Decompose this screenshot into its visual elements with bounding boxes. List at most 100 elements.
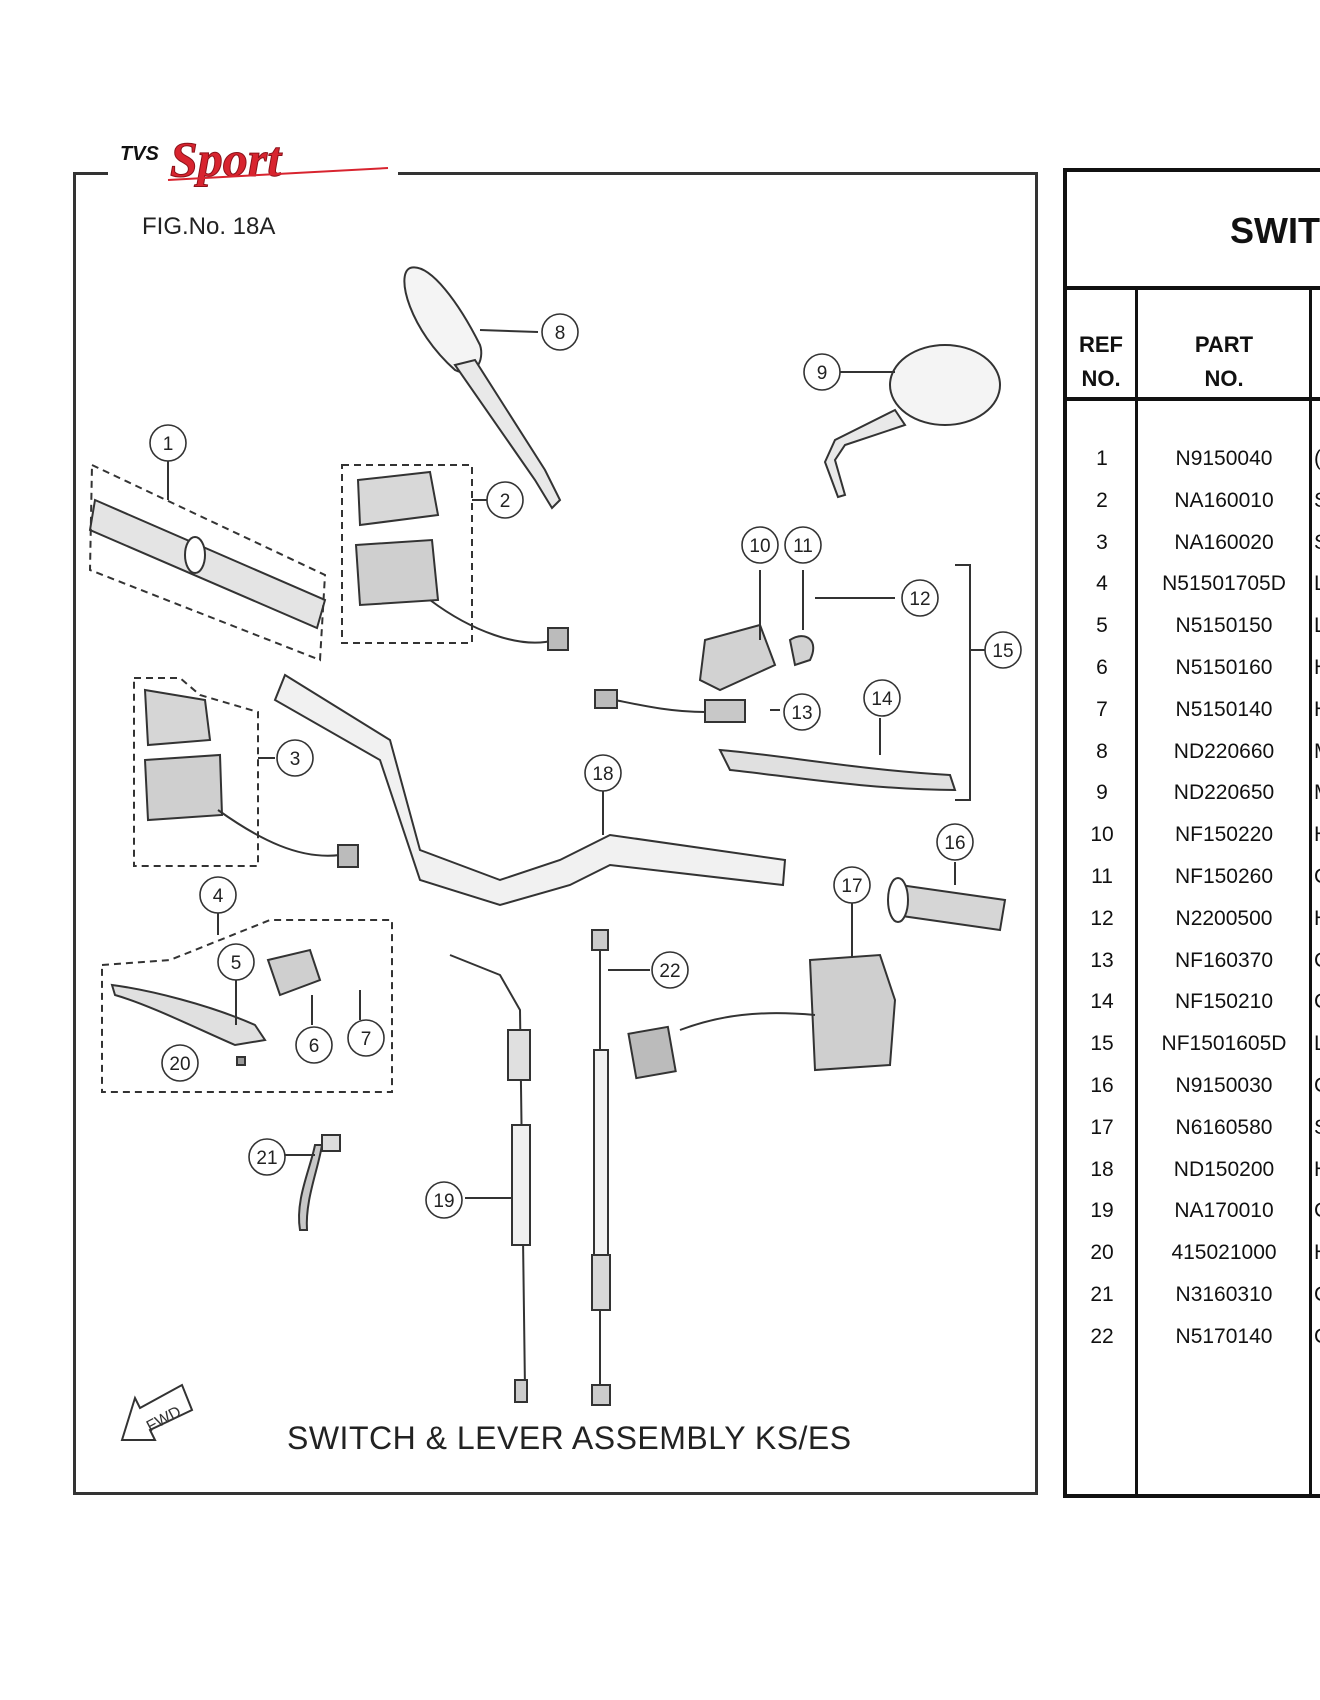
- svg-text:19: 19: [433, 1191, 454, 1212]
- ref-no-cell: 14: [1090, 990, 1114, 1014]
- left-mirror-drawing: [403, 266, 562, 510]
- table-row: 21N3160310C: [0, 1283, 1320, 1313]
- svg-text:20: 20: [169, 1054, 190, 1075]
- parts-table-frame: [1063, 168, 1320, 1498]
- table-row: 13 NF160370 C: [0, 949, 1320, 979]
- part-no-cell: N5170140: [1175, 1324, 1273, 1348]
- callout-18: 18: [584, 754, 622, 792]
- part-no-cell: NF160370: [1174, 948, 1274, 972]
- clutch-cable-drawing: [591, 929, 650, 1406]
- description-cell: H: [1314, 698, 1320, 722]
- left-switch-assembly-drawing: [341, 464, 569, 651]
- cable-strap-drawing: [285, 1134, 341, 1231]
- part-no-cell: ND150200: [1173, 1157, 1275, 1181]
- part-no-cell: NA160010: [1174, 488, 1274, 512]
- right-mirror-drawing: [823, 344, 1001, 499]
- table-row: 18ND150200H: [0, 1158, 1320, 1188]
- description-cell: (: [1314, 447, 1320, 471]
- part-no-cell: N9150040: [1175, 447, 1273, 470]
- table-row: 16N9150030C: [0, 1074, 1320, 1104]
- right-switch-box-drawing: [133, 677, 359, 868]
- callout-19: 19: [425, 1181, 463, 1219]
- part-no-cell: NA160020: [1174, 530, 1274, 554]
- ref-no-cell: 15: [1090, 1032, 1114, 1056]
- ref-no-cell: 8: [1096, 739, 1108, 763]
- ref-no-cell: 10: [1090, 823, 1114, 847]
- ref-no-cell: 4: [1096, 572, 1108, 596]
- tvs-sport-logo: TVS Sport: [108, 130, 398, 190]
- left-grip-drawing: [88, 458, 327, 662]
- description-cell: H: [1314, 823, 1320, 847]
- ref-no-cell: 12: [1090, 906, 1114, 930]
- callout-15: 15: [984, 631, 1022, 669]
- ref-no-cell: 3: [1096, 530, 1108, 554]
- ref-no-cell: 9: [1096, 781, 1108, 805]
- handlebar-drawing: [273, 673, 787, 907]
- part-no-cell: NF1501605D: [1161, 1032, 1287, 1056]
- part-no-cell: NA170010: [1174, 1199, 1274, 1223]
- svg-text:22: 22: [659, 961, 680, 982]
- part-no-cell: N5150140: [1175, 697, 1273, 721]
- svg-text:2: 2: [500, 491, 511, 512]
- right-grip-drawing: [887, 862, 1007, 932]
- ref-no-cell: 19: [1090, 1199, 1114, 1223]
- description-cell: C: [1314, 1325, 1320, 1349]
- callout-22: 22: [651, 951, 689, 989]
- svg-text:4: 4: [213, 886, 224, 907]
- callout-13: 13: [783, 693, 821, 731]
- table-row: 2 NA160010 S: [0, 489, 1320, 519]
- description-cell: L: [1314, 614, 1320, 638]
- ref-no-cell: 13: [1090, 948, 1114, 972]
- part-no-cell: NF150220: [1174, 823, 1274, 847]
- table-row: 14NF150210C: [0, 990, 1320, 1020]
- callout-2: 2: [486, 481, 524, 519]
- parts-table-title: SWIT: [1230, 210, 1320, 251]
- svg-text:13: 13: [791, 703, 812, 724]
- table-row: 6N5150160H: [0, 656, 1320, 686]
- callout-8: 8: [541, 313, 579, 351]
- svg-text:6: 6: [309, 1036, 320, 1057]
- svg-text:8: 8: [555, 323, 566, 344]
- svg-text:17: 17: [841, 876, 862, 897]
- callout-4: 4: [199, 876, 237, 914]
- description-cell: L: [1314, 1032, 1320, 1056]
- description-cell: M: [1314, 740, 1320, 764]
- table-row: 22N5170140C: [0, 1325, 1320, 1355]
- fwd-arrow-icon: [120, 1383, 194, 1441]
- part-no-cell: N5150160: [1175, 656, 1273, 679]
- svg-text:18: 18: [592, 764, 613, 785]
- ref-no-cell: 17: [1090, 1115, 1114, 1139]
- svg-text:9: 9: [817, 363, 828, 384]
- description-cell: C: [1314, 990, 1320, 1014]
- table-row: 11NF150260C: [0, 865, 1320, 895]
- svg-text:14: 14: [871, 689, 893, 710]
- description-cell: S: [1314, 489, 1320, 513]
- ref-no-cell: 5: [1096, 614, 1108, 638]
- ref-no-cell: 11: [1091, 865, 1113, 888]
- description-cell: C: [1314, 1074, 1320, 1098]
- description-cell: C: [1314, 949, 1320, 973]
- throttle-cable-drawing: [449, 954, 531, 1403]
- table-row: 19NA170010C: [0, 1199, 1320, 1229]
- table-row: 8ND220660M: [0, 740, 1320, 770]
- callout-5: 5: [217, 943, 255, 981]
- table-row: 17N6160580S: [0, 1116, 1320, 1146]
- callout-16: 16: [936, 823, 974, 861]
- callout-7: 7: [347, 1019, 385, 1057]
- part-no-cell: ND220650: [1173, 781, 1275, 805]
- description-cell: H: [1314, 656, 1320, 680]
- figure-title: SWITCH & LEVER ASSEMBLY KS/ES: [287, 1420, 852, 1456]
- svg-text:3: 3: [290, 749, 301, 770]
- part-no-cell: N6160580: [1175, 1115, 1273, 1139]
- description-cell: M: [1314, 781, 1320, 805]
- ref-no-cell: 16: [1090, 1074, 1114, 1097]
- table-row: 20415021000H: [0, 1241, 1320, 1271]
- callout-11: 11: [784, 526, 822, 564]
- callout-10: 10: [741, 526, 779, 564]
- callout-12: 12: [901, 579, 939, 617]
- callout-6: 6: [295, 1026, 333, 1064]
- left-lever-group-drawing: [101, 895, 393, 1093]
- svg-text:12: 12: [909, 589, 930, 610]
